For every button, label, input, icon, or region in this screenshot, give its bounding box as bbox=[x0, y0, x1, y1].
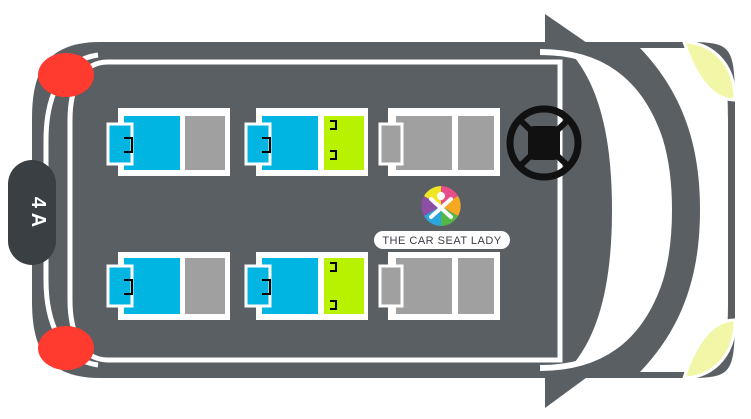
tether-anchor-icon bbox=[330, 262, 337, 272]
headlight-right bbox=[681, 318, 737, 380]
seat-row1-top bbox=[106, 108, 230, 176]
car-seat-lady-logo-icon bbox=[421, 186, 461, 226]
latch-icon bbox=[262, 137, 271, 153]
car-seat-base bbox=[244, 264, 272, 308]
tether-anchor-icon bbox=[330, 120, 337, 130]
headlight-left bbox=[681, 40, 737, 102]
steering-wheel-icon bbox=[506, 105, 582, 181]
brand-label-pill bbox=[374, 231, 510, 249]
car-seat-base bbox=[106, 122, 134, 166]
seat-front-top bbox=[378, 108, 500, 176]
car-seat-base bbox=[244, 122, 272, 166]
seat-row2-bottom bbox=[244, 252, 368, 320]
car-seat-base bbox=[106, 264, 134, 308]
tether-anchor-icon bbox=[330, 150, 337, 160]
hood bbox=[575, 58, 670, 362]
brand-label: THE CAR SEAT LADY bbox=[382, 235, 502, 247]
hood-front bbox=[640, 48, 728, 372]
tether-anchor-icon bbox=[330, 300, 337, 310]
latch-icon bbox=[124, 137, 133, 153]
seating-code-label: 4 A bbox=[27, 197, 49, 227]
tail-light-top bbox=[38, 53, 94, 97]
tail-light-bottom bbox=[38, 326, 94, 370]
latch-icon bbox=[124, 279, 133, 295]
seat-row1-mid bbox=[244, 108, 368, 176]
latch-icon bbox=[262, 279, 271, 295]
seating-code-badge bbox=[8, 160, 56, 265]
seat-front-bottom bbox=[378, 252, 500, 320]
seat-row1-bottom bbox=[106, 252, 230, 320]
